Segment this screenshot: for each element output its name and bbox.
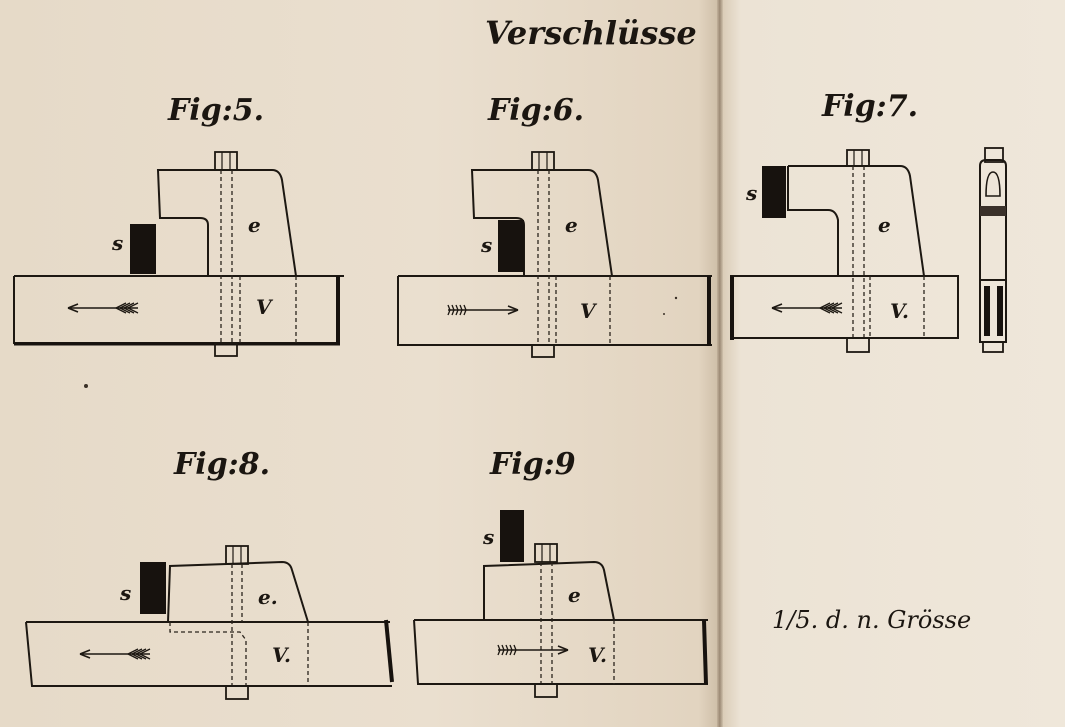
figure-5-bar [13, 275, 344, 344]
figure-9-label-s: s [482, 525, 494, 549]
figure-7-label-s: s [745, 181, 757, 205]
figure-9-label-v: V. [588, 643, 607, 667]
figure-8-shim [140, 562, 166, 614]
figure-9-shim [500, 510, 524, 562]
figure-5-label-v: V [256, 295, 274, 319]
figure-9-bolt-nut-bottom [534, 683, 558, 698]
figure-8: Fig:8. s e. V. [25, 447, 394, 700]
figure-9-title: Fig:9 [489, 447, 576, 482]
figure-8-clamp [167, 560, 309, 623]
figure-5-bolt-nut-bottom [214, 342, 238, 357]
figure-7-bolt-nut-bottom [846, 337, 870, 353]
figure-9-bar [413, 619, 708, 685]
figure-7-shim [762, 166, 786, 218]
figure-8-title: Fig:8. [173, 447, 270, 482]
figure-7-side-view [979, 147, 1007, 353]
figure-6-label-s: s [480, 233, 492, 257]
figure-8-label-s: s [119, 581, 131, 605]
figure-6-bolt-nut-top [531, 151, 555, 171]
figure-6-bolt-nut-bottom [531, 344, 555, 358]
figure-8-bar-end [384, 619, 394, 683]
figure-7: Fig:7. s e V. [730, 89, 1007, 353]
figure-8-bar [25, 621, 392, 687]
figure-6-clamp [470, 169, 613, 277]
figure-5-title: Fig:5. [167, 93, 264, 128]
page-fold [717, 0, 723, 727]
figure-5-bolt-nut-top [214, 151, 238, 171]
figure-5-label-s: s [111, 231, 123, 255]
figure-8-bolt-nut-bottom [225, 685, 249, 700]
figure-6: Fig:6. s e V [397, 93, 712, 358]
figure-7-bolt-nut-top [846, 149, 870, 167]
figure-5-clamp [156, 169, 297, 277]
right-page [720, 0, 1065, 727]
figure-7-title: Fig:7. [821, 89, 918, 124]
figure-7-clamp [787, 165, 925, 277]
figure-8-bolt-nut-top [225, 545, 249, 565]
figure-8-label-e: e. [258, 585, 278, 609]
left-page [0, 0, 720, 727]
figure-7-label-v: V. [890, 299, 909, 323]
figure-8-label-v: V. [272, 643, 291, 667]
figure-6-title: Fig:6. [487, 93, 584, 128]
figure-5-label-e: e [248, 213, 261, 237]
plate-heading: Verschlüsse [485, 14, 697, 52]
figure-9-bar-end [702, 619, 708, 685]
figure-7-bar [730, 275, 959, 339]
figure-9-bolt-nut-top [534, 543, 558, 563]
figure-5: Fig:5. s e V [13, 93, 344, 357]
figure-9-clamp [483, 560, 615, 621]
figure-6-label-e: e [565, 213, 578, 237]
figure-9: Fig:9 s e V. [413, 447, 708, 698]
figure-9-label-e: e [568, 583, 581, 607]
figure-6-shim [498, 220, 524, 272]
figure-6-label-v: V [580, 299, 598, 323]
figure-5-shim [130, 224, 156, 274]
figure-6-bar [397, 275, 712, 346]
figure-7-label-e: e [878, 213, 891, 237]
scale-note: 1/5. d. n. Grösse [772, 606, 971, 634]
